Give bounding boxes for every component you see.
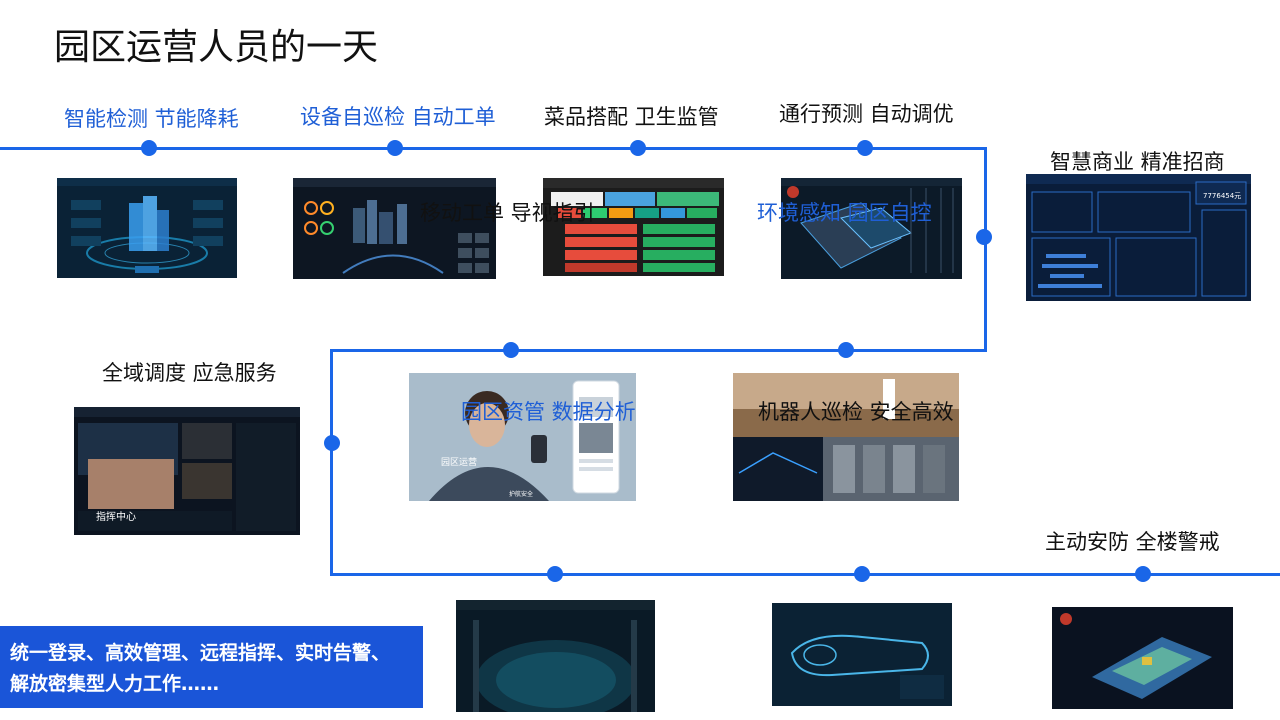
floor-plan-screenshot [772,603,952,706]
step-label-traffic: 通行预测 自动调优 [779,102,954,126]
timeline-row-1 [0,147,985,150]
step-label-energy: 智能检测 节能降耗 [64,107,239,131]
overlay-label-asset: 园区资管 数据分析 [461,400,636,424]
step-label-patrol: 设备自巡检 自动工单 [300,105,496,129]
timeline-dot [630,140,646,156]
timeline-dot [1135,566,1151,582]
worker-badge: 园区运营 [441,458,478,468]
timeline-dot [857,140,873,156]
timeline-left-connector [330,349,333,575]
timeline-dot [854,566,870,582]
building-security-screenshot [1052,607,1233,709]
traffic-3d-screenshot [781,178,962,279]
step-label-canteen: 菜品搭配 卫生监管 [544,105,719,129]
command-center-screenshot: 指挥中心 [74,407,300,535]
timeline-dot [387,140,403,156]
timeline-dot [141,140,157,156]
overlay-label-robot: 机器人巡检 安全高效 [758,400,954,424]
timeline-dot [976,229,992,245]
security-tunnel-screenshot [456,600,655,712]
banner-line-2: 解放密集型人力工作…… [10,673,220,695]
timeline-dot [324,435,340,451]
banner-line-1: 统一登录、高效管理、远程指挥、实时告警、 [10,642,391,664]
energy-dashboard-screenshot [57,178,237,278]
timeline-dot [503,342,519,358]
canteen-app-screenshot [543,178,724,276]
commerce-total-value: 7776454元 [1203,192,1242,200]
overlay-label-mobile-workorder: 移动工单 导视指引 [420,201,595,225]
timeline-right-connector [984,147,987,351]
timeline-row-3 [330,573,1280,576]
asset-mobile-photo: 园区运营 护航安全 [409,373,636,501]
patrol-dashboard-screenshot [293,178,496,279]
worker-shirt-text: 护航安全 [509,491,534,498]
command-center-caption: 指挥中心 [96,512,136,523]
overlay-label-environment: 环境感知 园区自控 [757,201,932,225]
commerce-dashboard-screenshot: 7776454元 [1026,174,1251,301]
step-label-commerce: 智慧商业 精准招商 [1050,150,1225,174]
timeline-dot [547,566,563,582]
robot-patrol-screenshot [733,373,959,501]
timeline-row-2 [330,349,987,352]
page-title: 园区运营人员的一天 [54,27,379,68]
timeline-dot [838,342,854,358]
step-label-security: 主动安防 全楼警戒 [1045,530,1220,554]
step-label-dispatch: 全域调度 应急服务 [102,361,277,385]
summary-banner: 统一登录、高效管理、远程指挥、实时告警、 解放密集型人力工作…… [0,626,423,708]
